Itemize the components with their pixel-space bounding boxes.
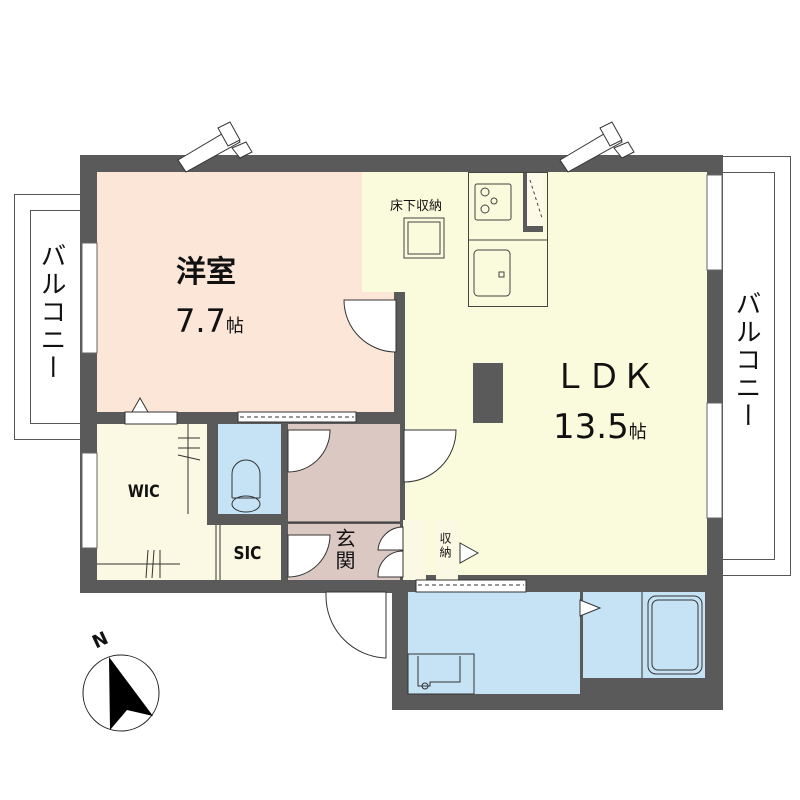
room-storage [436,520,458,580]
area-value: 7.7 [175,302,226,340]
room-label-underfloor: 床下収納 [390,199,443,214]
balcony-label-east: バルコニー [731,290,761,430]
room-label-ldk: ＬＤＫ [553,357,655,397]
room-label-entrance: 玄関 [332,528,356,572]
room-label-storage: 収納 [438,532,452,560]
ldk-kitchen-nook [527,172,543,226]
room-area-ldk: 13.5帖 [553,410,647,444]
ldk-pillar [473,363,503,423]
area-value: 13.5 [553,407,629,447]
room-sic [188,525,281,580]
balcony-label-west: バルコニー [36,242,66,382]
compass-icon [82,654,160,732]
room-western [97,172,394,412]
balcony-west [14,194,84,440]
room-washroom [408,592,580,694]
room-bath [583,592,705,678]
room-label-wic: WIC [127,482,160,502]
balcony-west-inner [30,210,84,424]
room-area-western: 7.7帖 [175,305,244,337]
room-label-western: 洋室 [176,255,236,290]
shoe-closet [403,520,426,580]
room-toilet [218,424,281,514]
balcony-east-inner [720,172,775,560]
room-label-sic: SIC [233,543,262,564]
balcony-east [720,156,791,576]
room-wic-side [187,424,207,514]
area-unit: 帖 [628,422,647,443]
area-unit: 帖 [225,316,244,337]
